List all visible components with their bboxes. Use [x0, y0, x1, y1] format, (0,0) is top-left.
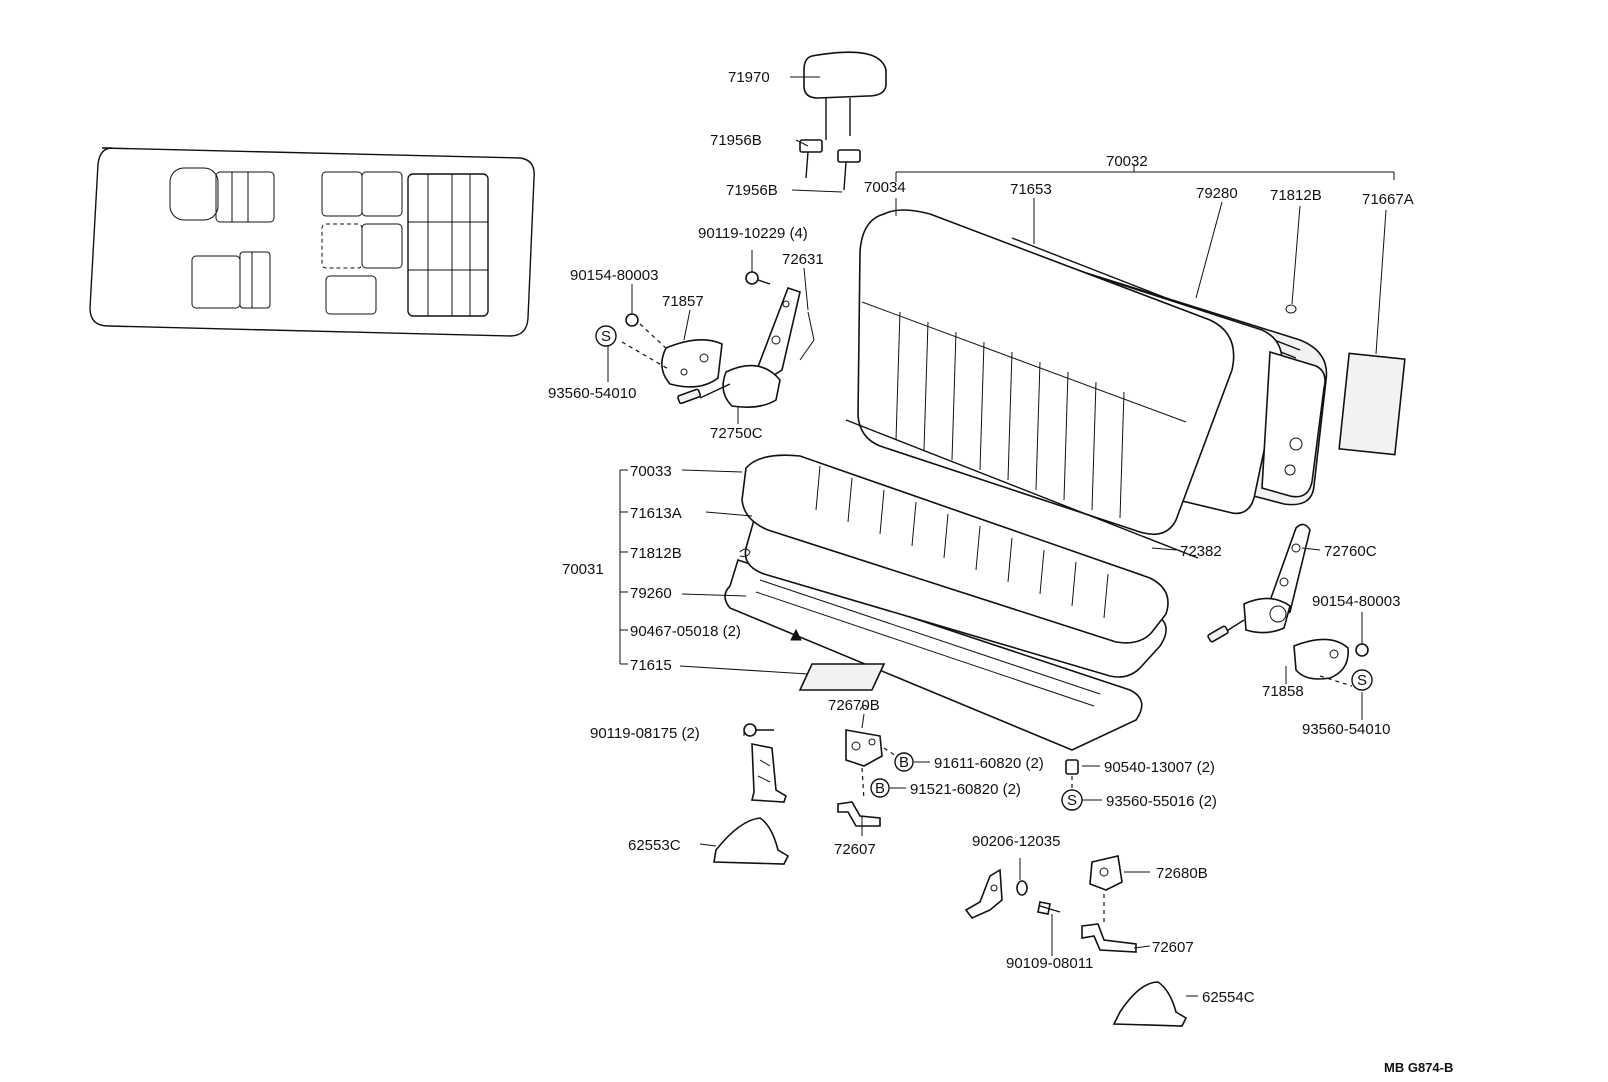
label-90206-12035: 90206-12035: [972, 833, 1060, 850]
label-62553c: 62553C: [628, 837, 681, 854]
label-71956b-lower: 71956B: [726, 182, 778, 199]
headrest-drawing: [799, 51, 887, 191]
label-90154-80003-right: 90154-80003: [1312, 593, 1400, 610]
right-leg-drawing: [964, 759, 1188, 1027]
label-72382: 72382: [1180, 543, 1222, 560]
label-79260: 79260: [630, 585, 672, 602]
label-71812b-cushion: 71812B: [630, 545, 682, 562]
label-91611-60820: 91611-60820 (2): [934, 755, 1044, 772]
symbol-badges: S S S B B: [595, 325, 1373, 809]
label-72760c: 72760C: [1324, 543, 1377, 560]
label-93560-55016: 93560-55016 (2): [1106, 793, 1217, 810]
label-72607-right: 72607: [1152, 939, 1194, 956]
label-91521-60820: 91521-60820 (2): [910, 781, 1021, 798]
seat-cushion-drawing: [724, 419, 1199, 751]
b-symbol-lower: B: [875, 780, 885, 797]
label-93560-54010-right: 93560-54010: [1302, 721, 1390, 738]
s-symbol-lower: S: [1067, 792, 1077, 809]
label-62554c: 62554C: [1202, 989, 1255, 1006]
label-71667a: 71667A: [1362, 191, 1414, 208]
b-symbol-upper: B: [899, 754, 909, 771]
label-70032: 70032: [1106, 153, 1148, 170]
label-79280: 79280: [1196, 185, 1238, 202]
label-71613a: 71613A: [630, 505, 682, 522]
label-72750c: 72750C: [710, 425, 763, 442]
seat-back-drawing: [857, 209, 1406, 536]
label-90119-08175: 90119-08175 (2): [590, 725, 700, 742]
right-hinge-drawing: [1207, 523, 1369, 687]
s-symbol-right: S: [1357, 672, 1367, 689]
label-90109-08011: 90109-08011: [1006, 955, 1093, 972]
label-71857: 71857: [662, 293, 704, 310]
label-71812b-back: 71812B: [1270, 187, 1322, 204]
label-71970: 71970: [728, 69, 770, 86]
label-72680b: 72680B: [1156, 865, 1208, 882]
label-70034: 70034: [864, 179, 906, 196]
seat-layout-inset: [89, 147, 535, 337]
label-70031: 70031: [562, 561, 604, 578]
figure-caption: MB G874-B: [1384, 1060, 1453, 1075]
left-leg-drawing: [713, 723, 790, 865]
s-symbol-left: S: [601, 328, 611, 345]
label-90154-80003-left: 90154-80003: [570, 267, 658, 284]
label-71615: 71615: [630, 657, 672, 674]
label-70033: 70033: [630, 463, 672, 480]
left-hinge-drawing: [621, 271, 815, 408]
label-90540-13007: 90540-13007 (2): [1104, 759, 1215, 776]
label-72670b: 72670B: [828, 697, 880, 714]
label-71653: 71653: [1010, 181, 1052, 198]
label-72607-middle: 72607: [834, 841, 876, 858]
label-90119-10229: 90119-10229 (4): [698, 225, 808, 242]
label-93560-54010-left: 93560-54010: [548, 385, 636, 402]
label-71956b-upper: 71956B: [710, 132, 762, 149]
label-72631: 72631: [782, 251, 824, 268]
label-90467-05018: 90467-05018 (2): [630, 623, 741, 640]
label-71858: 71858: [1262, 683, 1304, 700]
middle-bracket-drawing: [837, 704, 914, 827]
leader-lines: [607, 76, 1395, 997]
part-labels: 71970 71956B 71956B 70032 70034 71653 79…: [548, 69, 1414, 1006]
